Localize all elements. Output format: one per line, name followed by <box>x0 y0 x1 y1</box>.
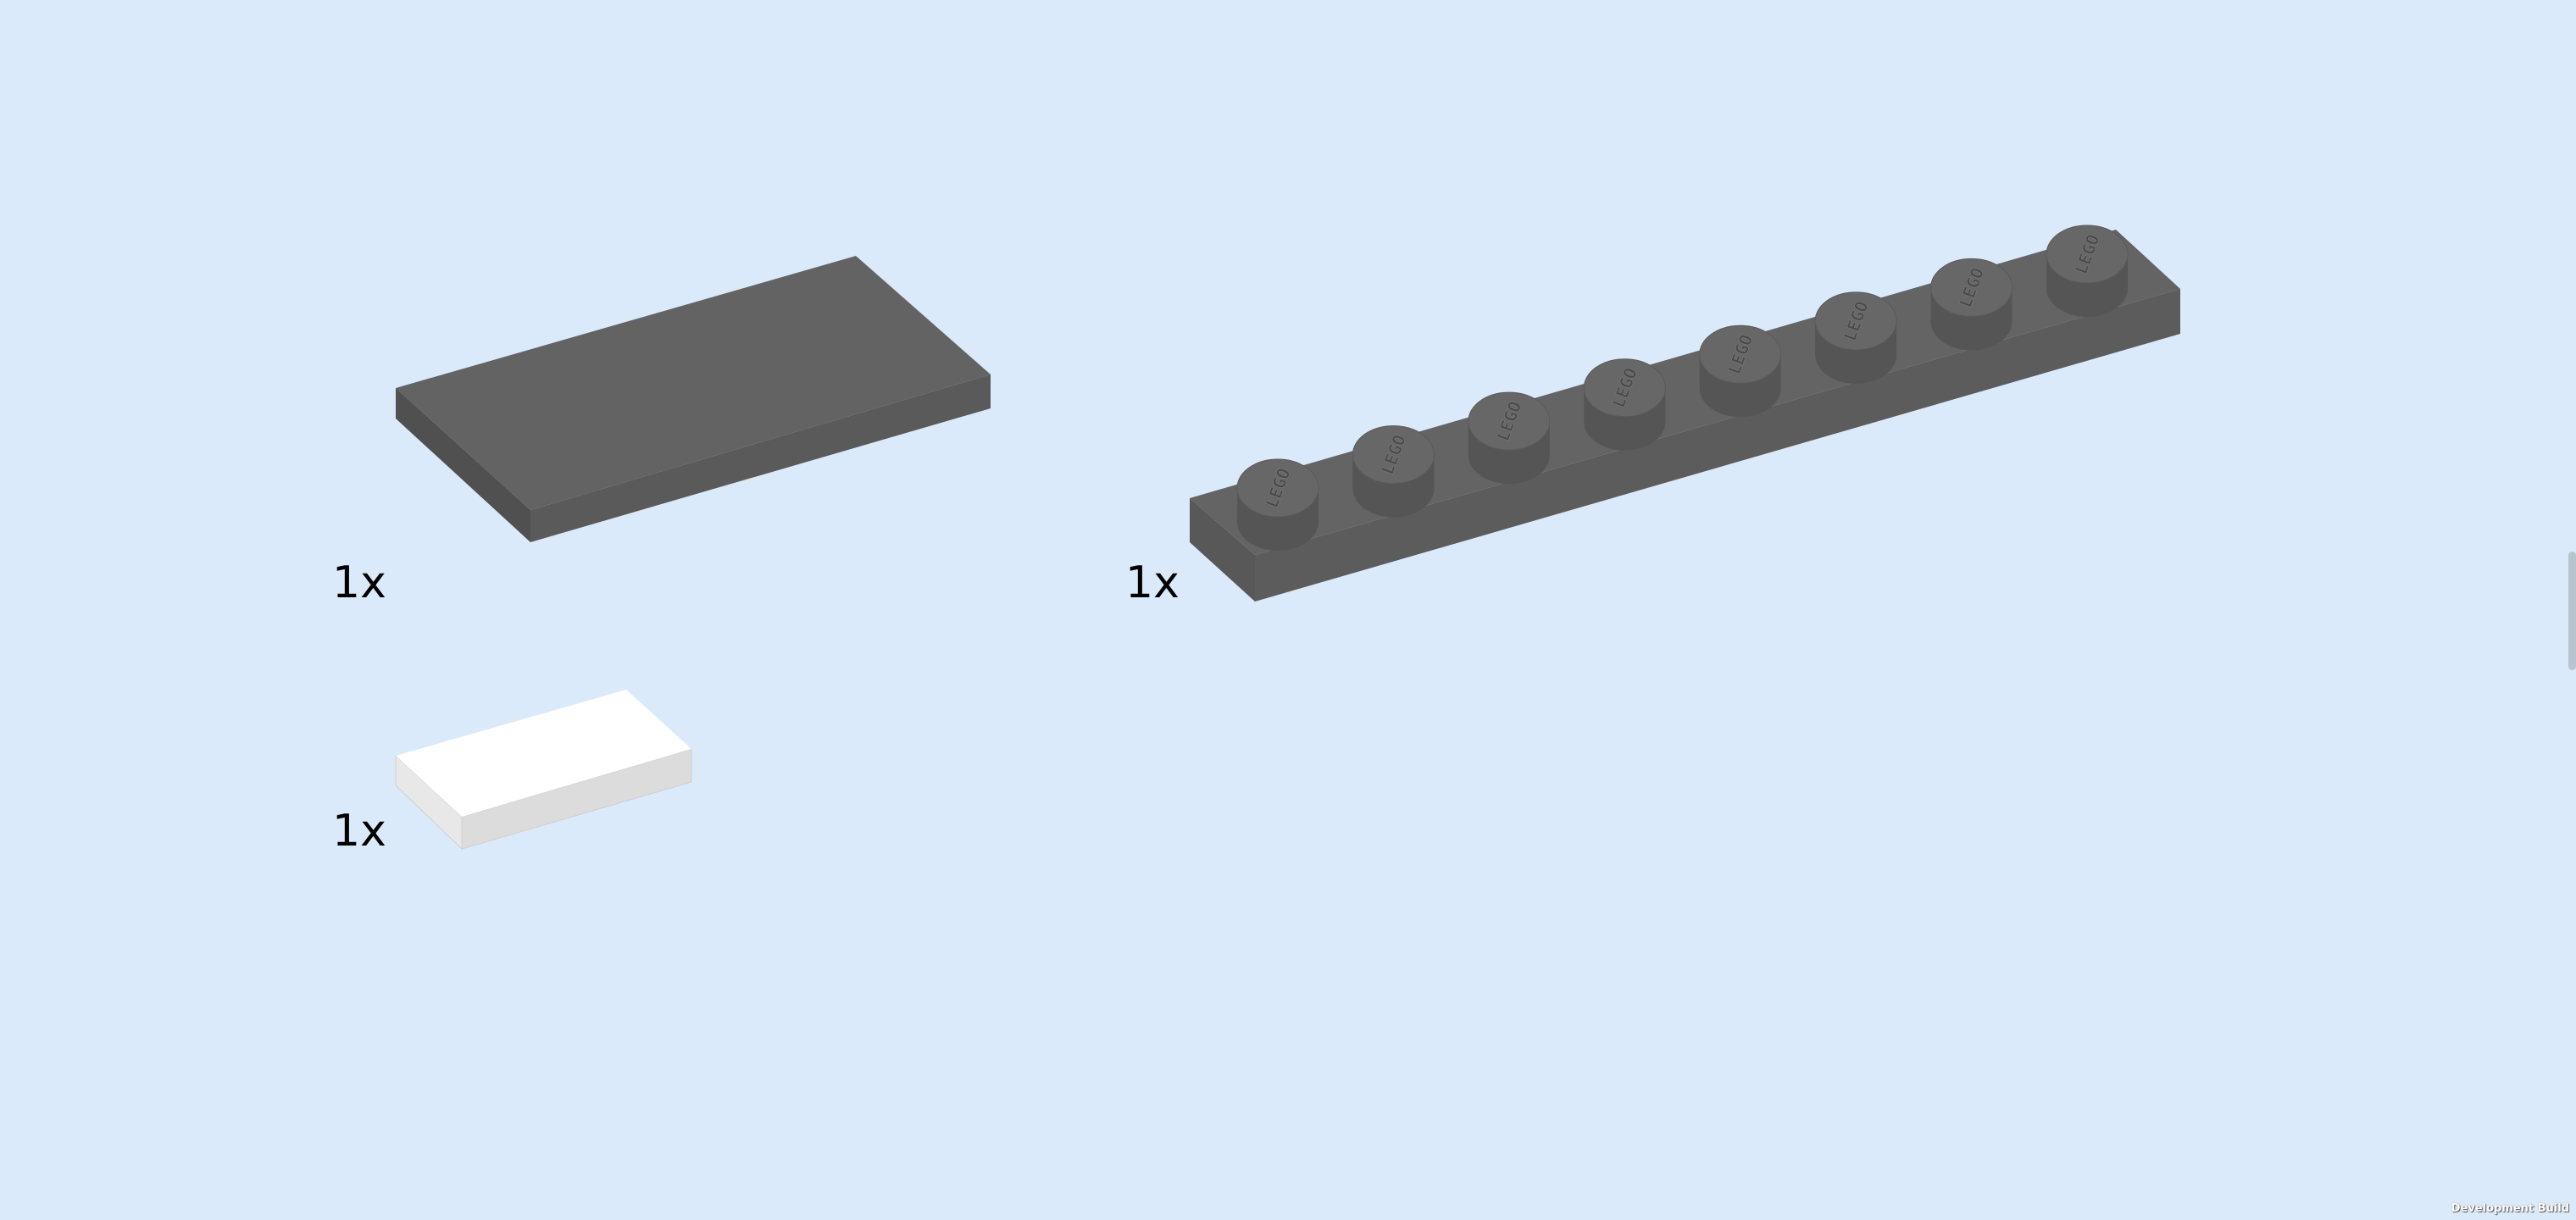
part-plate-1x8[interactable]: LEGO LEGO LEGO LEGO LEGO LEGO LEGO LEGO <box>1190 225 2180 602</box>
stud: LEGO <box>1930 258 2013 351</box>
stud: LEGO <box>1583 358 1666 451</box>
quantity-label: 1x <box>1125 557 1180 608</box>
part-tile-1x2[interactable] <box>395 690 692 851</box>
stud: LEGO <box>1468 391 1551 485</box>
part-tile-2x4[interactable] <box>396 256 991 542</box>
stud: LEGO <box>1814 291 1897 384</box>
stud: LEGO <box>2046 225 2129 317</box>
scrollbar[interactable] <box>2568 552 2576 670</box>
development-build-label: Development Build <box>2451 1202 2569 1215</box>
stud: LEGO <box>1352 425 1435 518</box>
stud: LEGO <box>1699 324 1782 418</box>
quantity-label: 1x <box>332 806 386 857</box>
stud: LEGO <box>1236 458 1319 551</box>
quantity-label: 1x <box>332 557 386 608</box>
